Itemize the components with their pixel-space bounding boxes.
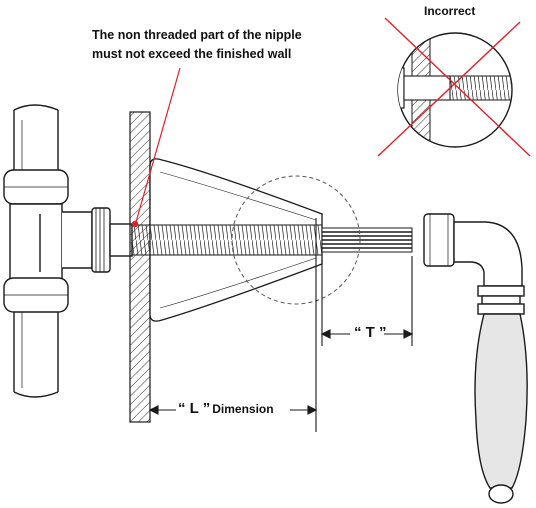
spline-stem	[322, 231, 412, 249]
threaded-nipple	[131, 224, 323, 256]
lever-handle	[423, 213, 528, 504]
l-dimension-line	[148, 218, 318, 432]
note-line-2: must not exceed the finished wall	[92, 47, 292, 61]
callout-pointer	[131, 67, 181, 228]
nipple-note: The non threaded part of the nipple must…	[92, 26, 302, 64]
l-dimension-suffix: Dimension	[212, 402, 274, 416]
incorrect-inset	[377, 17, 531, 157]
l-dimension-mark: “ L ”	[178, 400, 211, 417]
finished-wall	[129, 111, 151, 423]
tee-fitting	[3, 169, 133, 313]
detail-circle	[231, 175, 361, 305]
t-dimension-label: “ T ”	[354, 324, 387, 341]
incorrect-label: Incorrect	[424, 4, 476, 18]
l-dimension-label: “ L ”Dimension	[178, 400, 274, 417]
note-line-1: The non threaded part of the nipple	[92, 28, 302, 42]
supply-pipe	[13, 104, 59, 398]
t-dimension-line	[320, 256, 414, 346]
